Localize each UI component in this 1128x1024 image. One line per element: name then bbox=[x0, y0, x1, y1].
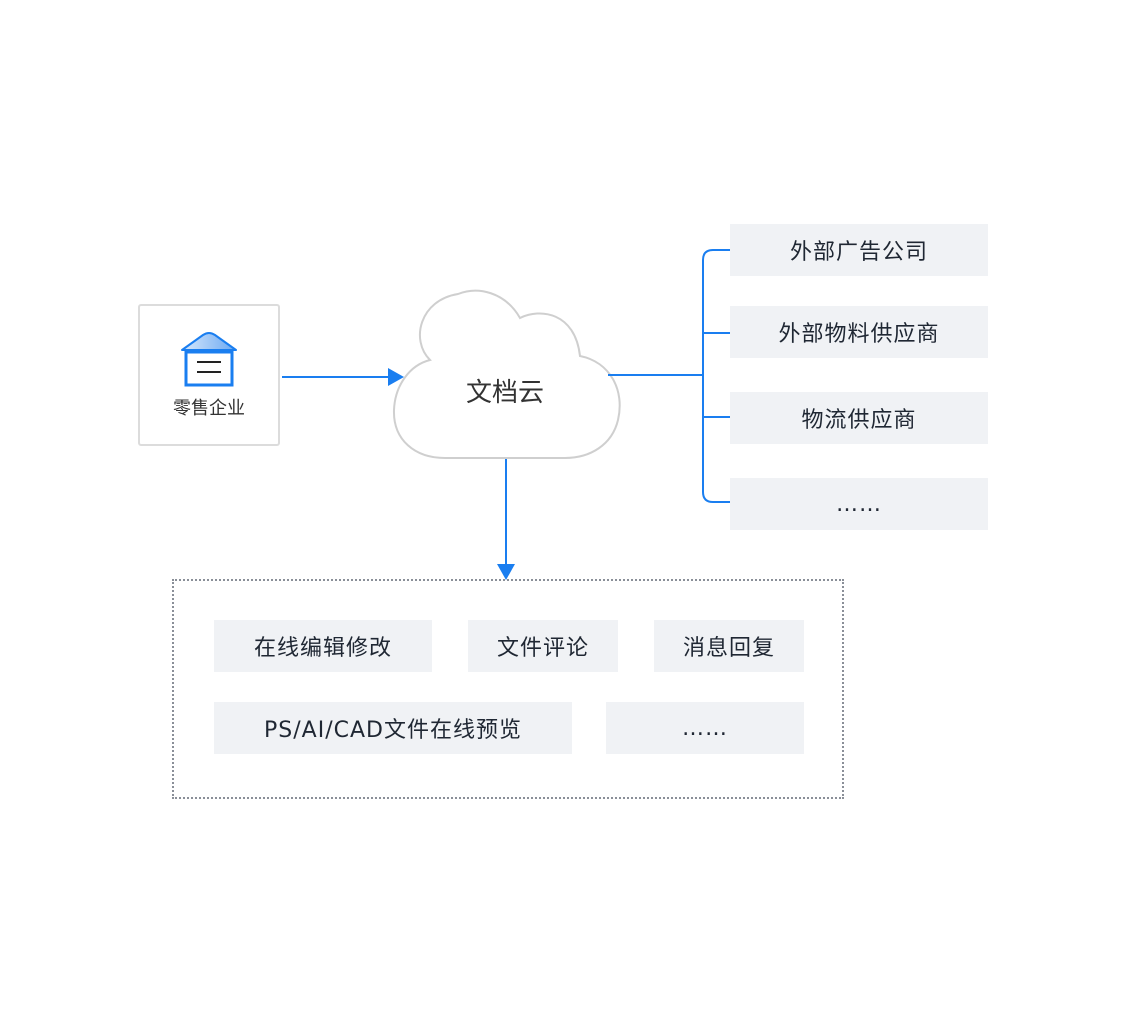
warehouse-icon bbox=[181, 332, 237, 387]
partner-more: …… bbox=[730, 478, 988, 530]
partner-ad-agency: 外部广告公司 bbox=[730, 224, 988, 276]
feature-message-reply: 消息回复 bbox=[654, 620, 804, 672]
partner-logistics-supplier: 物流供应商 bbox=[730, 392, 988, 444]
features-group bbox=[172, 579, 844, 799]
feature-file-comment: 文件评论 bbox=[468, 620, 618, 672]
cloud-shape bbox=[392, 289, 621, 459]
feature-more: …… bbox=[606, 702, 804, 754]
feature-online-edit: 在线编辑修改 bbox=[214, 620, 432, 672]
document-cloud-label: 文档云 bbox=[465, 378, 544, 408]
retail-enterprise-label: 零售企业 bbox=[173, 398, 245, 419]
partner-material-supplier: 外部物料供应商 bbox=[730, 306, 988, 358]
feature-file-preview: PS/AI/CAD文件在线预览 bbox=[214, 702, 572, 754]
arrowhead-right bbox=[388, 368, 404, 386]
partner-branch bbox=[702, 249, 730, 503]
arrowhead-down bbox=[497, 564, 515, 580]
retail-enterprise-node bbox=[138, 304, 280, 446]
